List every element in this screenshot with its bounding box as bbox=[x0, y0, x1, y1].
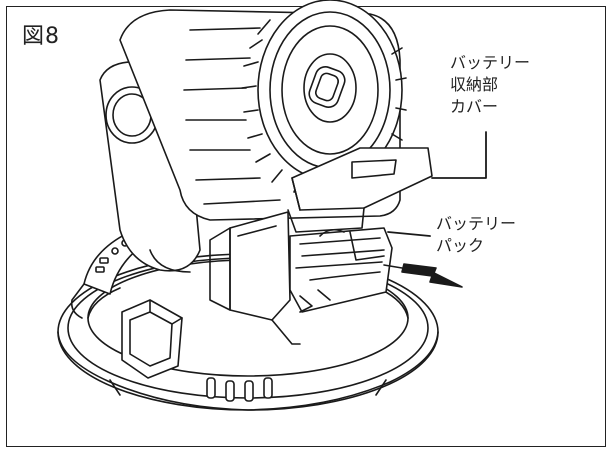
battery-pack-label: バッテリー パック bbox=[436, 213, 516, 257]
base-clip bbox=[121, 299, 183, 379]
battery-cover-label: バッテリー 収納部 カバー bbox=[450, 52, 530, 118]
battery-pack-label-line-2: パック bbox=[436, 236, 485, 255]
base-studs bbox=[206, 377, 273, 402]
insert-arrow bbox=[383, 263, 463, 288]
battery-pack bbox=[289, 227, 393, 313]
battery-cover-label-line-3: カバー bbox=[450, 97, 499, 116]
battery-cover-label-line-1: バッテリー bbox=[450, 53, 531, 72]
battery-housing bbox=[209, 211, 301, 345]
battery-pack-label-line-1: バッテリー bbox=[436, 214, 517, 233]
figure-label: 図8 bbox=[22, 24, 60, 49]
battery-cover bbox=[287, 147, 433, 233]
battery-cover-label-line-2: 収納部 bbox=[450, 75, 499, 94]
leader-lines bbox=[387, 131, 487, 237]
